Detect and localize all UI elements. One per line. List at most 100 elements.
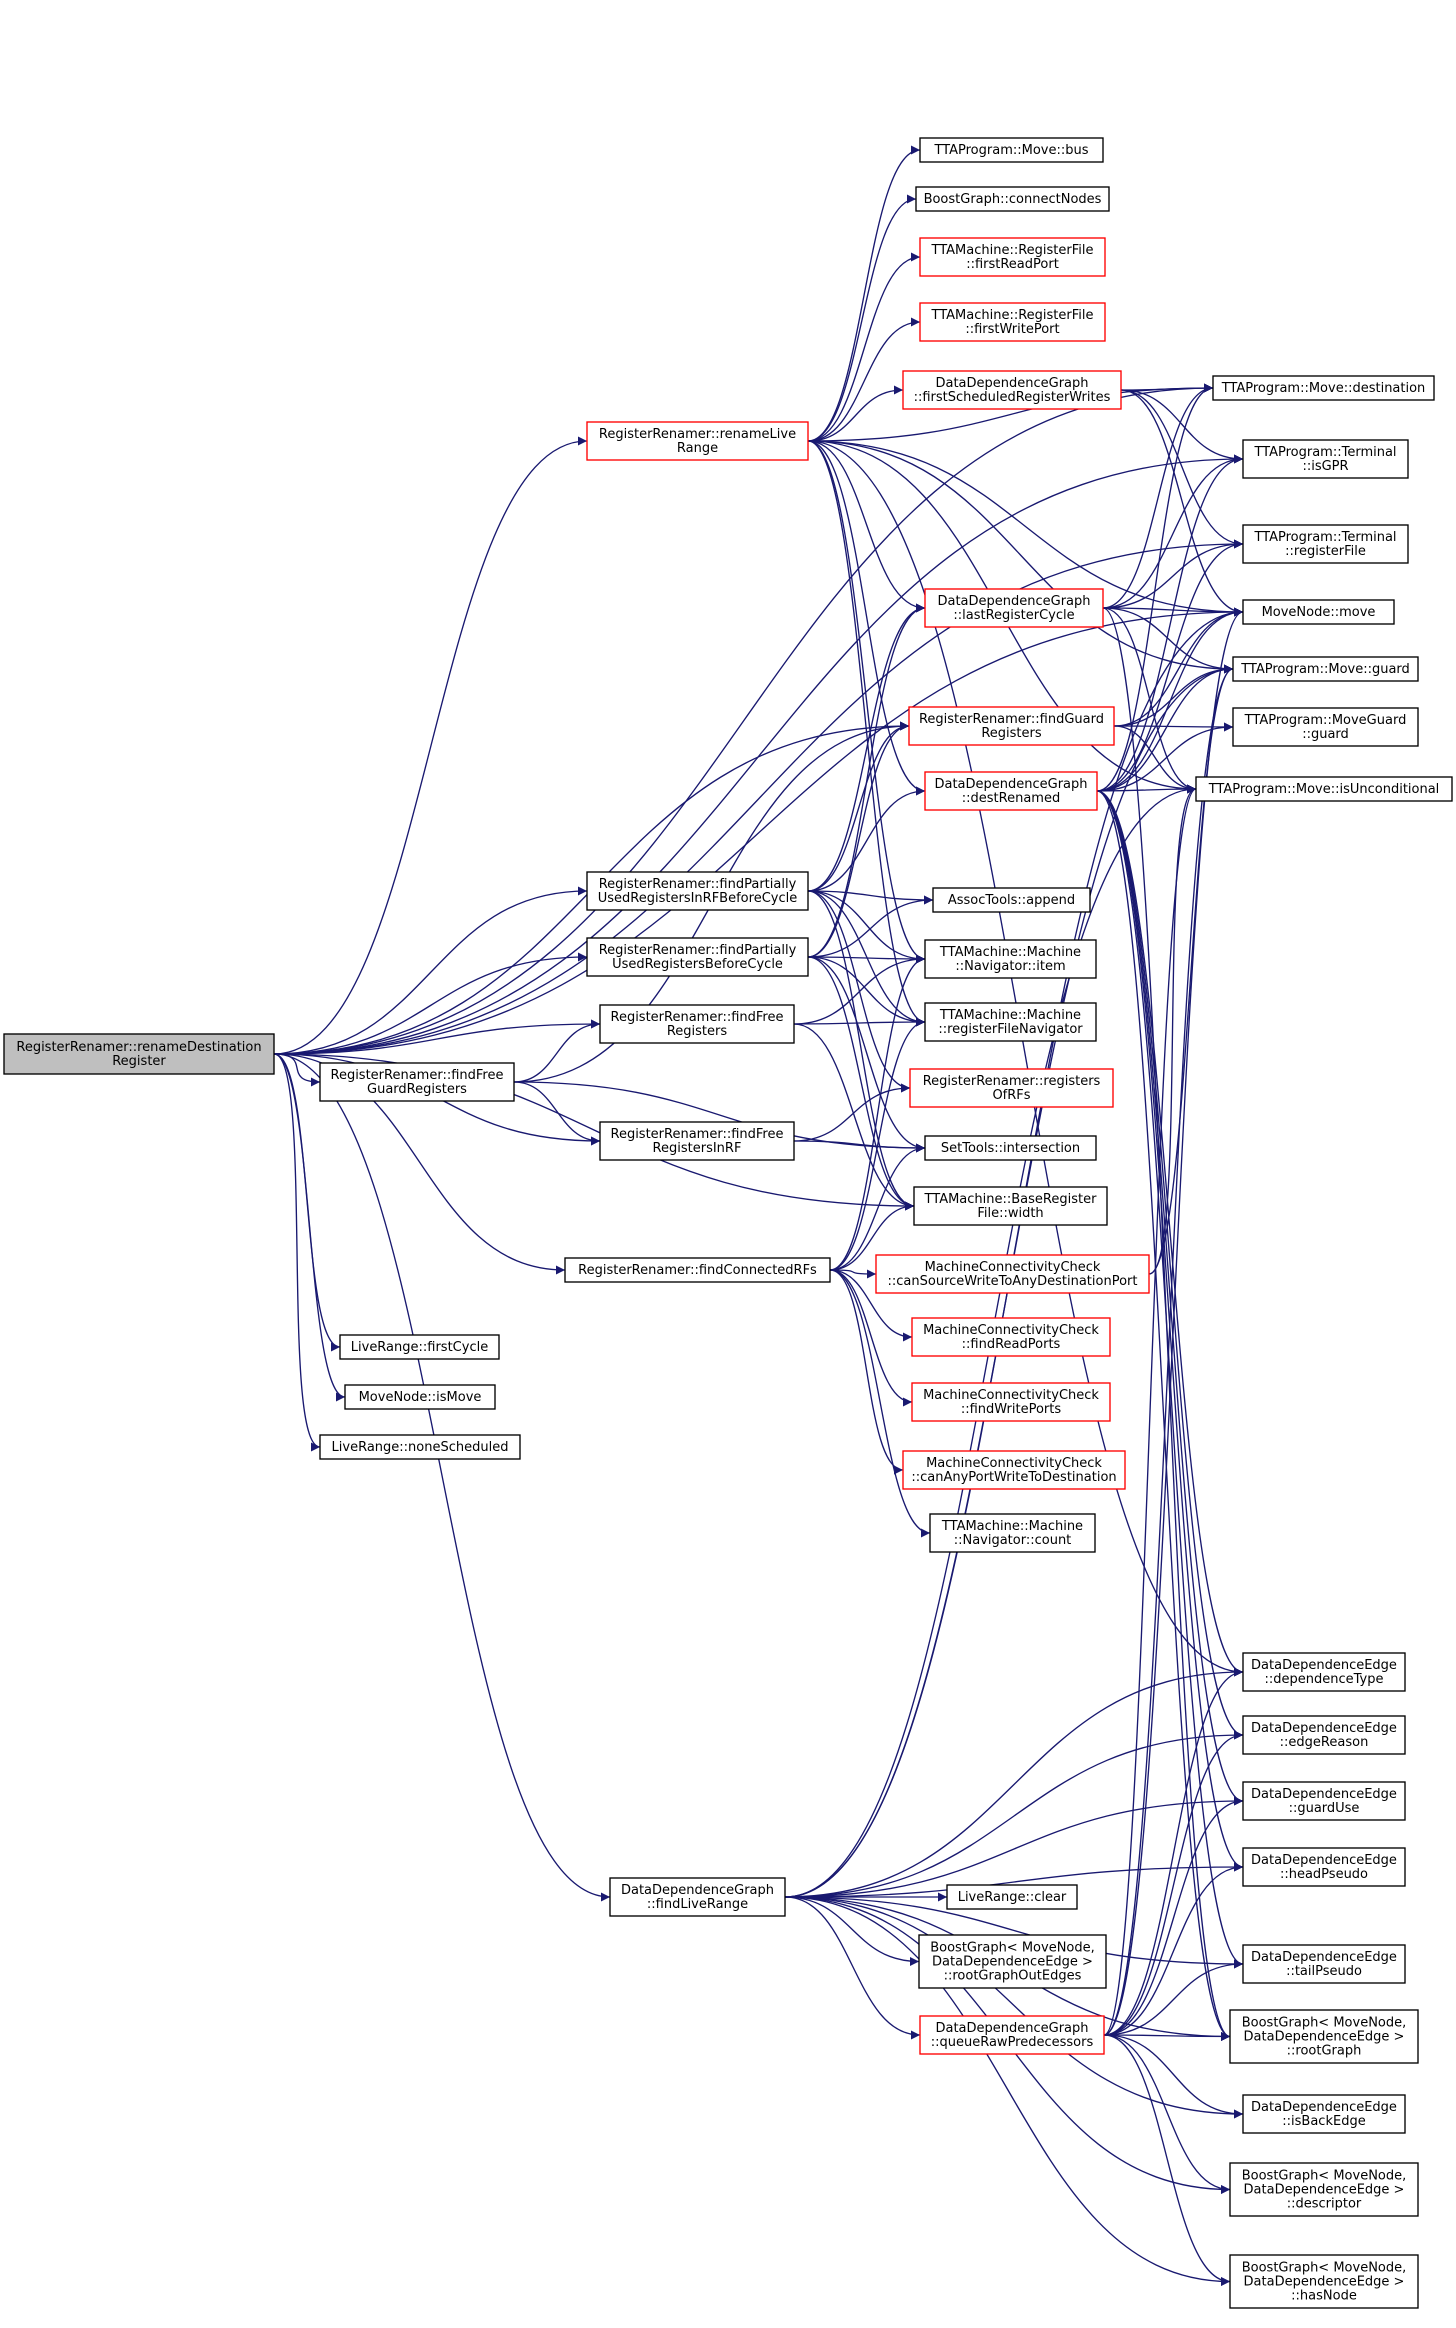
node-bg_root_graph[interactable]: BoostGraph< MoveNode,DataDependenceEdge … [1229, 2009, 1419, 2064]
node-label-line: ::descriptor [1287, 2197, 1362, 2212]
node-label-line: MoveNode::isMove [359, 1390, 482, 1405]
node-lr_clear[interactable]: LiveRange::clear [946, 1884, 1078, 1910]
node-dde_edge_reason[interactable]: DataDependenceEdge::edgeReason [1242, 1715, 1406, 1755]
node-box [918, 1934, 1107, 1989]
node-ddg_last_reg_cycle[interactable]: DataDependenceGraph::lastRegisterCycle [924, 588, 1104, 628]
node-box [3, 1033, 275, 1075]
edge-find_free_regs-to-nav_item [793, 954, 926, 1025]
node-dde_head_pseudo[interactable]: DataDependenceEdge::headPseudo [1242, 1847, 1406, 1887]
edge-find_free_guard-to-find_free_in_rf [513, 1081, 601, 1146]
edge-ddg_queue_raw-to-dde_dep_type [1103, 1667, 1244, 2036]
node-move_is_uncond[interactable]: TTAProgram::Move::isUnconditional [1195, 776, 1453, 802]
node-label-line: AssocTools::append [948, 893, 1075, 908]
node-box [1242, 1944, 1406, 1984]
node-bg_descriptor[interactable]: BoostGraph< MoveNode,DataDependenceEdge … [1229, 2162, 1419, 2217]
node-label-line: TTAMachine::RegisterFile [931, 243, 1094, 258]
node-label-line: LiveRange::firstCycle [351, 1340, 488, 1355]
node-ddg_queue_raw[interactable]: DataDependenceGraph::queueRawPredecessor… [919, 2015, 1105, 2055]
edge-find_partially-to-rf_navigator [807, 956, 926, 1027]
node-box [1229, 2162, 1419, 2217]
node-dde_guard_use[interactable]: DataDependenceEdge::guardUse [1242, 1781, 1406, 1821]
node-set_intersection[interactable]: SetTools::intersection [924, 1135, 1097, 1161]
node-mn_is_move[interactable]: MoveNode::isMove [344, 1384, 496, 1410]
node-find_partially[interactable]: RegisterRenamer::findPartiallyUsedRegist… [586, 937, 809, 977]
edges-layer [273, 145, 1244, 2286]
node-label-line: DataDependenceGraph [935, 376, 1088, 391]
node-nav_item[interactable]: TTAMachine::Machine::Navigator::item [924, 939, 1097, 979]
node-label-line: DataDependenceEdge > [932, 1955, 1093, 1970]
node-label-line: LiveRange::clear [958, 1890, 1067, 1905]
edge-find_connected-to-mcc_can_source [829, 1269, 877, 1279]
node-label-line: ::firstWritePort [965, 322, 1059, 337]
node-dde_is_back_edge[interactable]: DataDependenceEdge::isBackEdge [1242, 2094, 1406, 2134]
node-assoc_append[interactable]: AssocTools::append [932, 887, 1091, 913]
node-mcc_find_write[interactable]: MachineConnectivityCheck::findWritePorts [911, 1382, 1111, 1422]
node-dde_tail_pseudo[interactable]: DataDependenceEdge::tailPseudo [1242, 1944, 1406, 1984]
node-find_connected[interactable]: RegisterRenamer::findConnectedRFs [564, 1257, 831, 1283]
nodes-layer: RegisterRenamer::renameDestinationRegist… [3, 137, 1453, 2309]
node-label-line: TTAProgram::Terminal [1253, 445, 1396, 460]
node-term_is_gpr[interactable]: TTAProgram::Terminal::isGPR [1242, 439, 1409, 479]
node-box [1242, 1781, 1406, 1821]
node-root[interactable]: RegisterRenamer::renameDestinationRegist… [3, 1033, 275, 1075]
node-mcc_find_read[interactable]: MachineConnectivityCheck::findReadPorts [911, 1317, 1111, 1357]
node-rf_first_write[interactable]: TTAMachine::RegisterFile::firstWritePort [919, 302, 1106, 342]
node-box [909, 1068, 1114, 1108]
edge-ddg_find_live_range-to-dde_is_back_edge [784, 1896, 1244, 2119]
node-box [902, 1450, 1126, 1490]
edge-rename_live_range-to-movenode_move [807, 440, 1244, 617]
node-box [913, 1186, 1108, 1226]
edge-find_free_regs-to-rf_navigator [793, 1017, 926, 1027]
node-term_register_file[interactable]: TTAProgram::Terminal::registerFile [1242, 524, 1409, 564]
node-ddg_find_live_range[interactable]: DataDependenceGraph::findLiveRange [609, 1877, 786, 1917]
node-box [919, 302, 1106, 342]
node-find_partially_rf[interactable]: RegisterRenamer::findPartiallyUsedRegist… [586, 871, 809, 911]
node-mcc_can_source[interactable]: MachineConnectivityCheck::canSourceWrite… [875, 1254, 1150, 1294]
node-box [924, 939, 1097, 979]
node-bg_has_node[interactable]: BoostGraph< MoveNode,DataDependenceEdge … [1229, 2254, 1419, 2309]
node-label-line: OfRFs [992, 1088, 1030, 1103]
node-label-line: DataDependenceEdge [1251, 2100, 1397, 2115]
edge-find_connected-to-nav_item [829, 954, 926, 1271]
node-label-line: UsedRegistersBeforeCycle [612, 957, 783, 972]
node-dde_dep_type[interactable]: DataDependenceEdge::dependenceType [1242, 1652, 1406, 1692]
node-label-line: ::edgeReason [1280, 1735, 1369, 1750]
node-bg_connect_nodes[interactable]: BoostGraph::connectNodes [915, 186, 1110, 212]
node-moveguard_guard[interactable]: TTAProgram::MoveGuard::guard [1232, 707, 1419, 747]
node-label-line: MoveNode::move [1262, 605, 1376, 620]
node-box [875, 1254, 1150, 1294]
edge-find_connected-to-set_intersection [829, 1143, 926, 1271]
node-nav_count[interactable]: TTAMachine::Machine::Navigator::count [929, 1513, 1096, 1553]
node-rf_first_read[interactable]: TTAMachine::RegisterFile::firstReadPort [919, 237, 1106, 277]
node-mcc_can_any_port[interactable]: MachineConnectivityCheck::canAnyPortWrit… [902, 1450, 1126, 1490]
edge-find_partially-to-set_intersection [807, 956, 926, 1153]
edge-ddg_last_reg_cycle-to-move_guard [1102, 607, 1234, 674]
node-label-line: RegistersInRF [653, 1141, 742, 1156]
node-movenode_move[interactable]: MoveNode::move [1242, 599, 1395, 625]
node-label-line: ::Navigator::item [955, 959, 1065, 974]
node-move_destination[interactable]: TTAProgram::Move::destination [1212, 375, 1435, 401]
node-rf_navigator[interactable]: TTAMachine::Machine::registerFileNavigat… [924, 1002, 1097, 1042]
node-ddg_dest_renamed[interactable]: DataDependenceGraph::destRenamed [924, 771, 1098, 811]
node-label-line: ::headPseudo [1280, 1867, 1368, 1882]
node-label-line: BoostGraph< MoveNode, [1242, 2169, 1407, 2184]
node-bg_root_out_edges[interactable]: BoostGraph< MoveNode,DataDependenceEdge … [918, 1934, 1107, 1989]
node-label-line: TTAProgram::Terminal [1253, 530, 1396, 545]
node-move_guard[interactable]: TTAProgram::Move::guard [1232, 656, 1419, 682]
node-box [1232, 656, 1419, 682]
node-label-line: RegisterRenamer::renameDestination [16, 1040, 261, 1055]
edge-root-to-movenode_move [273, 607, 1244, 1055]
node-lr_none_scheduled[interactable]: LiveRange::noneScheduled [319, 1434, 521, 1460]
node-move_bus[interactable]: TTAProgram::Move::bus [919, 137, 1104, 163]
node-lr_first_cycle[interactable]: LiveRange::firstCycle [339, 1334, 500, 1360]
node-box [908, 706, 1115, 746]
edge-rename_live_range-to-move_bus [807, 145, 921, 442]
node-ddg_first_sched[interactable]: DataDependenceGraph::firstScheduledRegis… [902, 370, 1122, 410]
